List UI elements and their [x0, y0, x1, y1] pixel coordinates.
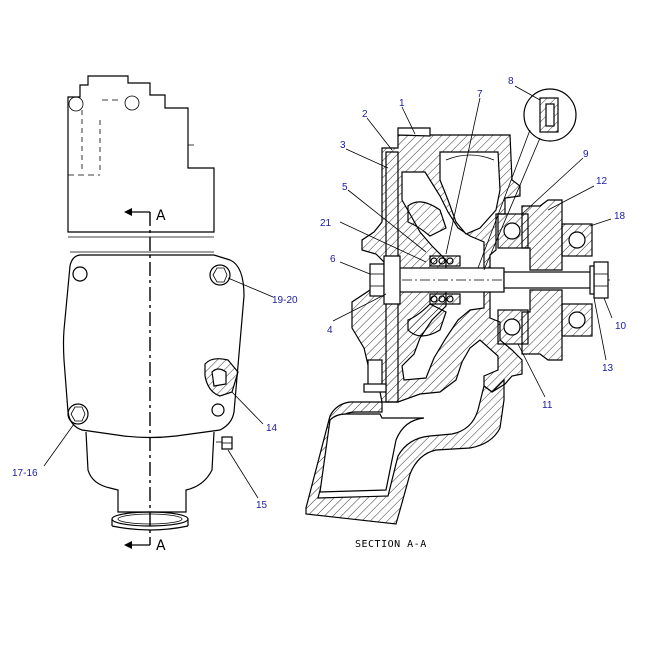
callout-4: 4	[327, 325, 333, 336]
callout-leaders	[43, 85, 613, 499]
callout-labels: 1 2 3 4 5 6 7 8 9 10 11 12 13 14 15 17-1…	[12, 76, 627, 511]
callout-1: 1	[399, 98, 405, 109]
callout-11: 11	[542, 400, 553, 411]
callout-8: 8	[508, 76, 514, 87]
callout-5: 5	[342, 182, 348, 193]
callout-18: 18	[614, 211, 626, 222]
callout-17-16: 17-16	[12, 468, 38, 479]
callout-10: 10	[615, 321, 627, 332]
callout-12: 12	[596, 176, 608, 187]
callout-14: 14	[266, 423, 278, 434]
callout-19-20: 19-20	[272, 295, 298, 306]
callout-9: 9	[583, 149, 589, 160]
section-marker-bottom: A	[156, 538, 166, 554]
section-caption: SECTION A-A	[355, 539, 427, 550]
callout-3: 3	[340, 140, 346, 151]
callout-13: 13	[602, 363, 614, 374]
pump-front-view: A A	[62, 75, 245, 554]
callout-21: 21	[320, 218, 332, 229]
callout-15: 15	[256, 500, 268, 511]
callout-6: 6	[330, 254, 336, 265]
section-marker-top: A	[156, 208, 166, 224]
callout-2: 2	[362, 109, 368, 120]
section-view: SECTION A-A	[305, 88, 610, 550]
callout-7: 7	[477, 89, 483, 100]
